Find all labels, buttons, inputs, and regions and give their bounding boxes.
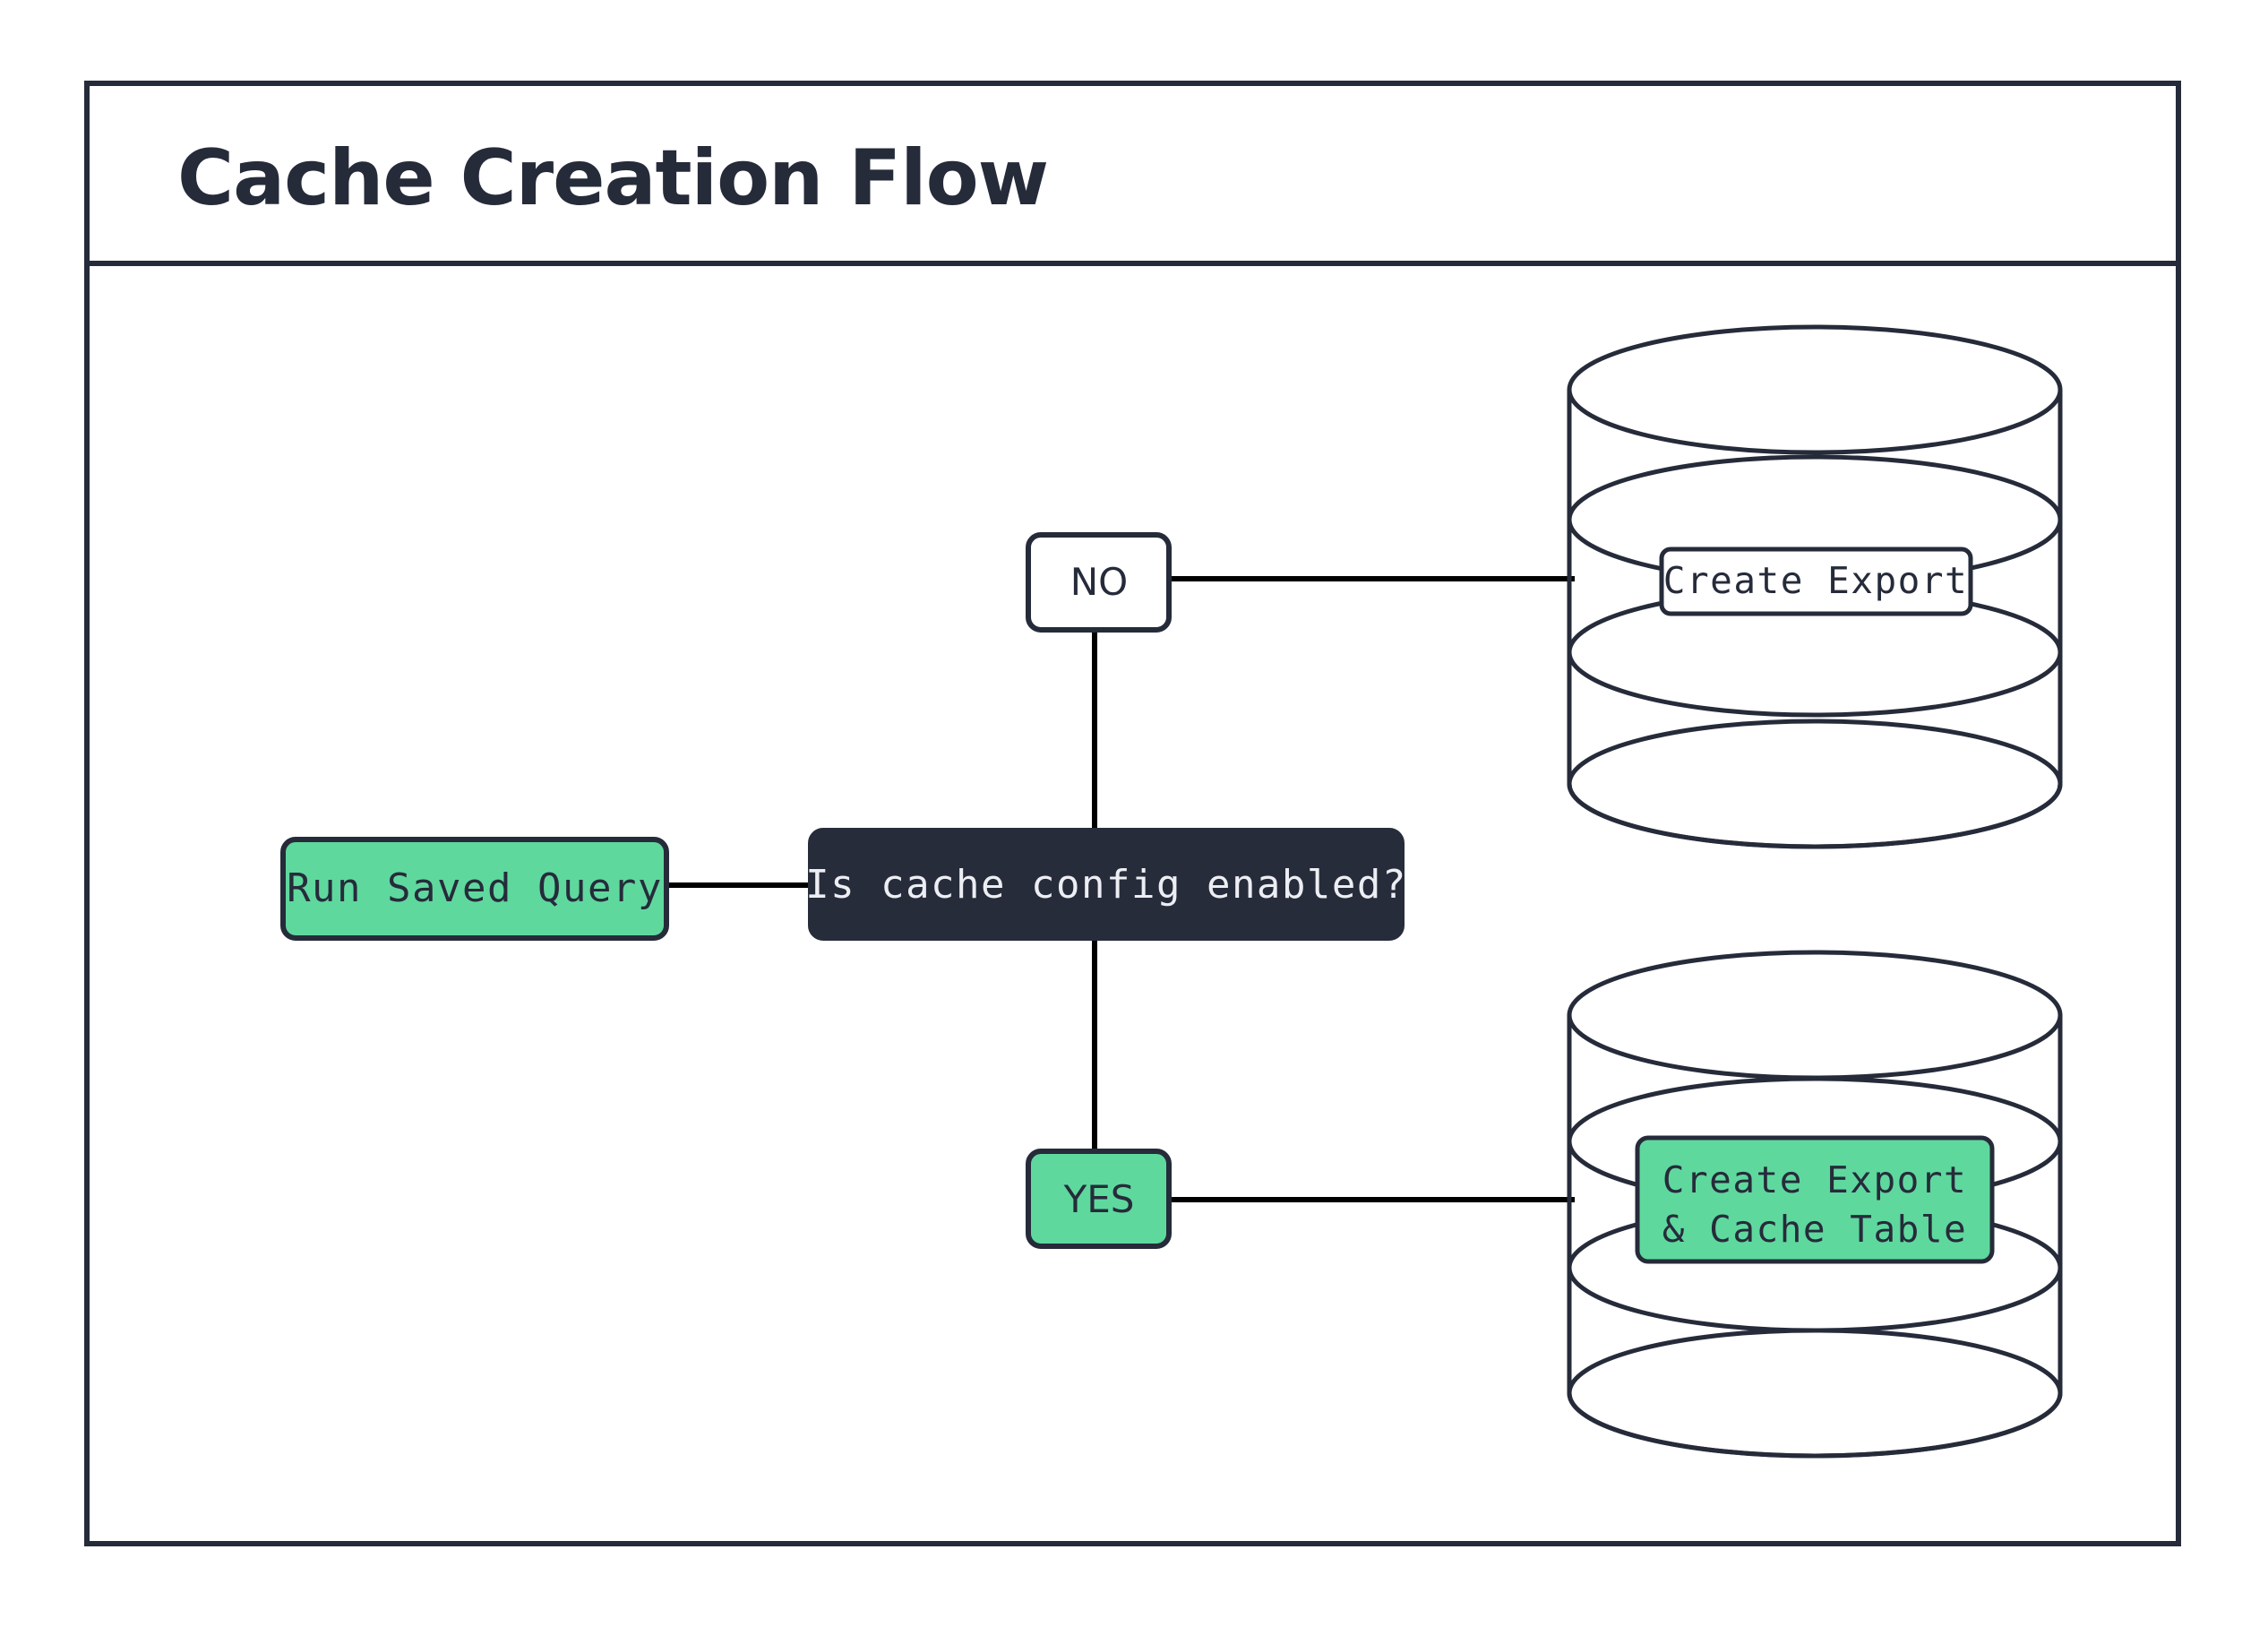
- branch-yes-label: YES: [1063, 1177, 1135, 1221]
- database-top-label: Create Export: [1663, 559, 1968, 602]
- branch-no-label: NO: [1070, 560, 1128, 604]
- decision-box[interactable]: [808, 828, 1405, 941]
- database-top-cylinder: Create Export: [1567, 324, 2063, 849]
- database-top-ellipse-4: [1567, 719, 2063, 849]
- database-bottom-ellipse-4: [1567, 1328, 2063, 1459]
- node-run-saved-query[interactable]: Run Saved Query: [280, 837, 669, 941]
- database-top-label-box: [1659, 547, 1973, 616]
- branch-no-box[interactable]: [1026, 532, 1172, 633]
- database-bottom-label-box: [1635, 1135, 1995, 1264]
- node-branch-yes[interactable]: YES: [1026, 1149, 1172, 1249]
- node-branch-no[interactable]: NO: [1026, 532, 1172, 633]
- run-saved-query-box[interactable]: [280, 837, 669, 941]
- decision-label: Is cache config enabled?: [805, 862, 1407, 908]
- branch-yes-box[interactable]: [1026, 1149, 1172, 1249]
- node-decision-cache-config[interactable]: Is cache config enabled?: [805, 828, 1407, 941]
- database-bottom-label-line1: Create Export: [1662, 1158, 1967, 1201]
- run-saved-query-label: Run Saved Query: [287, 865, 663, 911]
- database-bottom-label-line2: & Cache Table: [1662, 1208, 1967, 1251]
- diagram-title: Cache Creation Flow: [177, 133, 1048, 223]
- database-top-ellipse-1: [1567, 324, 2063, 455]
- diagram-frame: [84, 81, 2181, 1546]
- database-bottom-cylinder: Create Export & Cache Table: [1567, 950, 2063, 1459]
